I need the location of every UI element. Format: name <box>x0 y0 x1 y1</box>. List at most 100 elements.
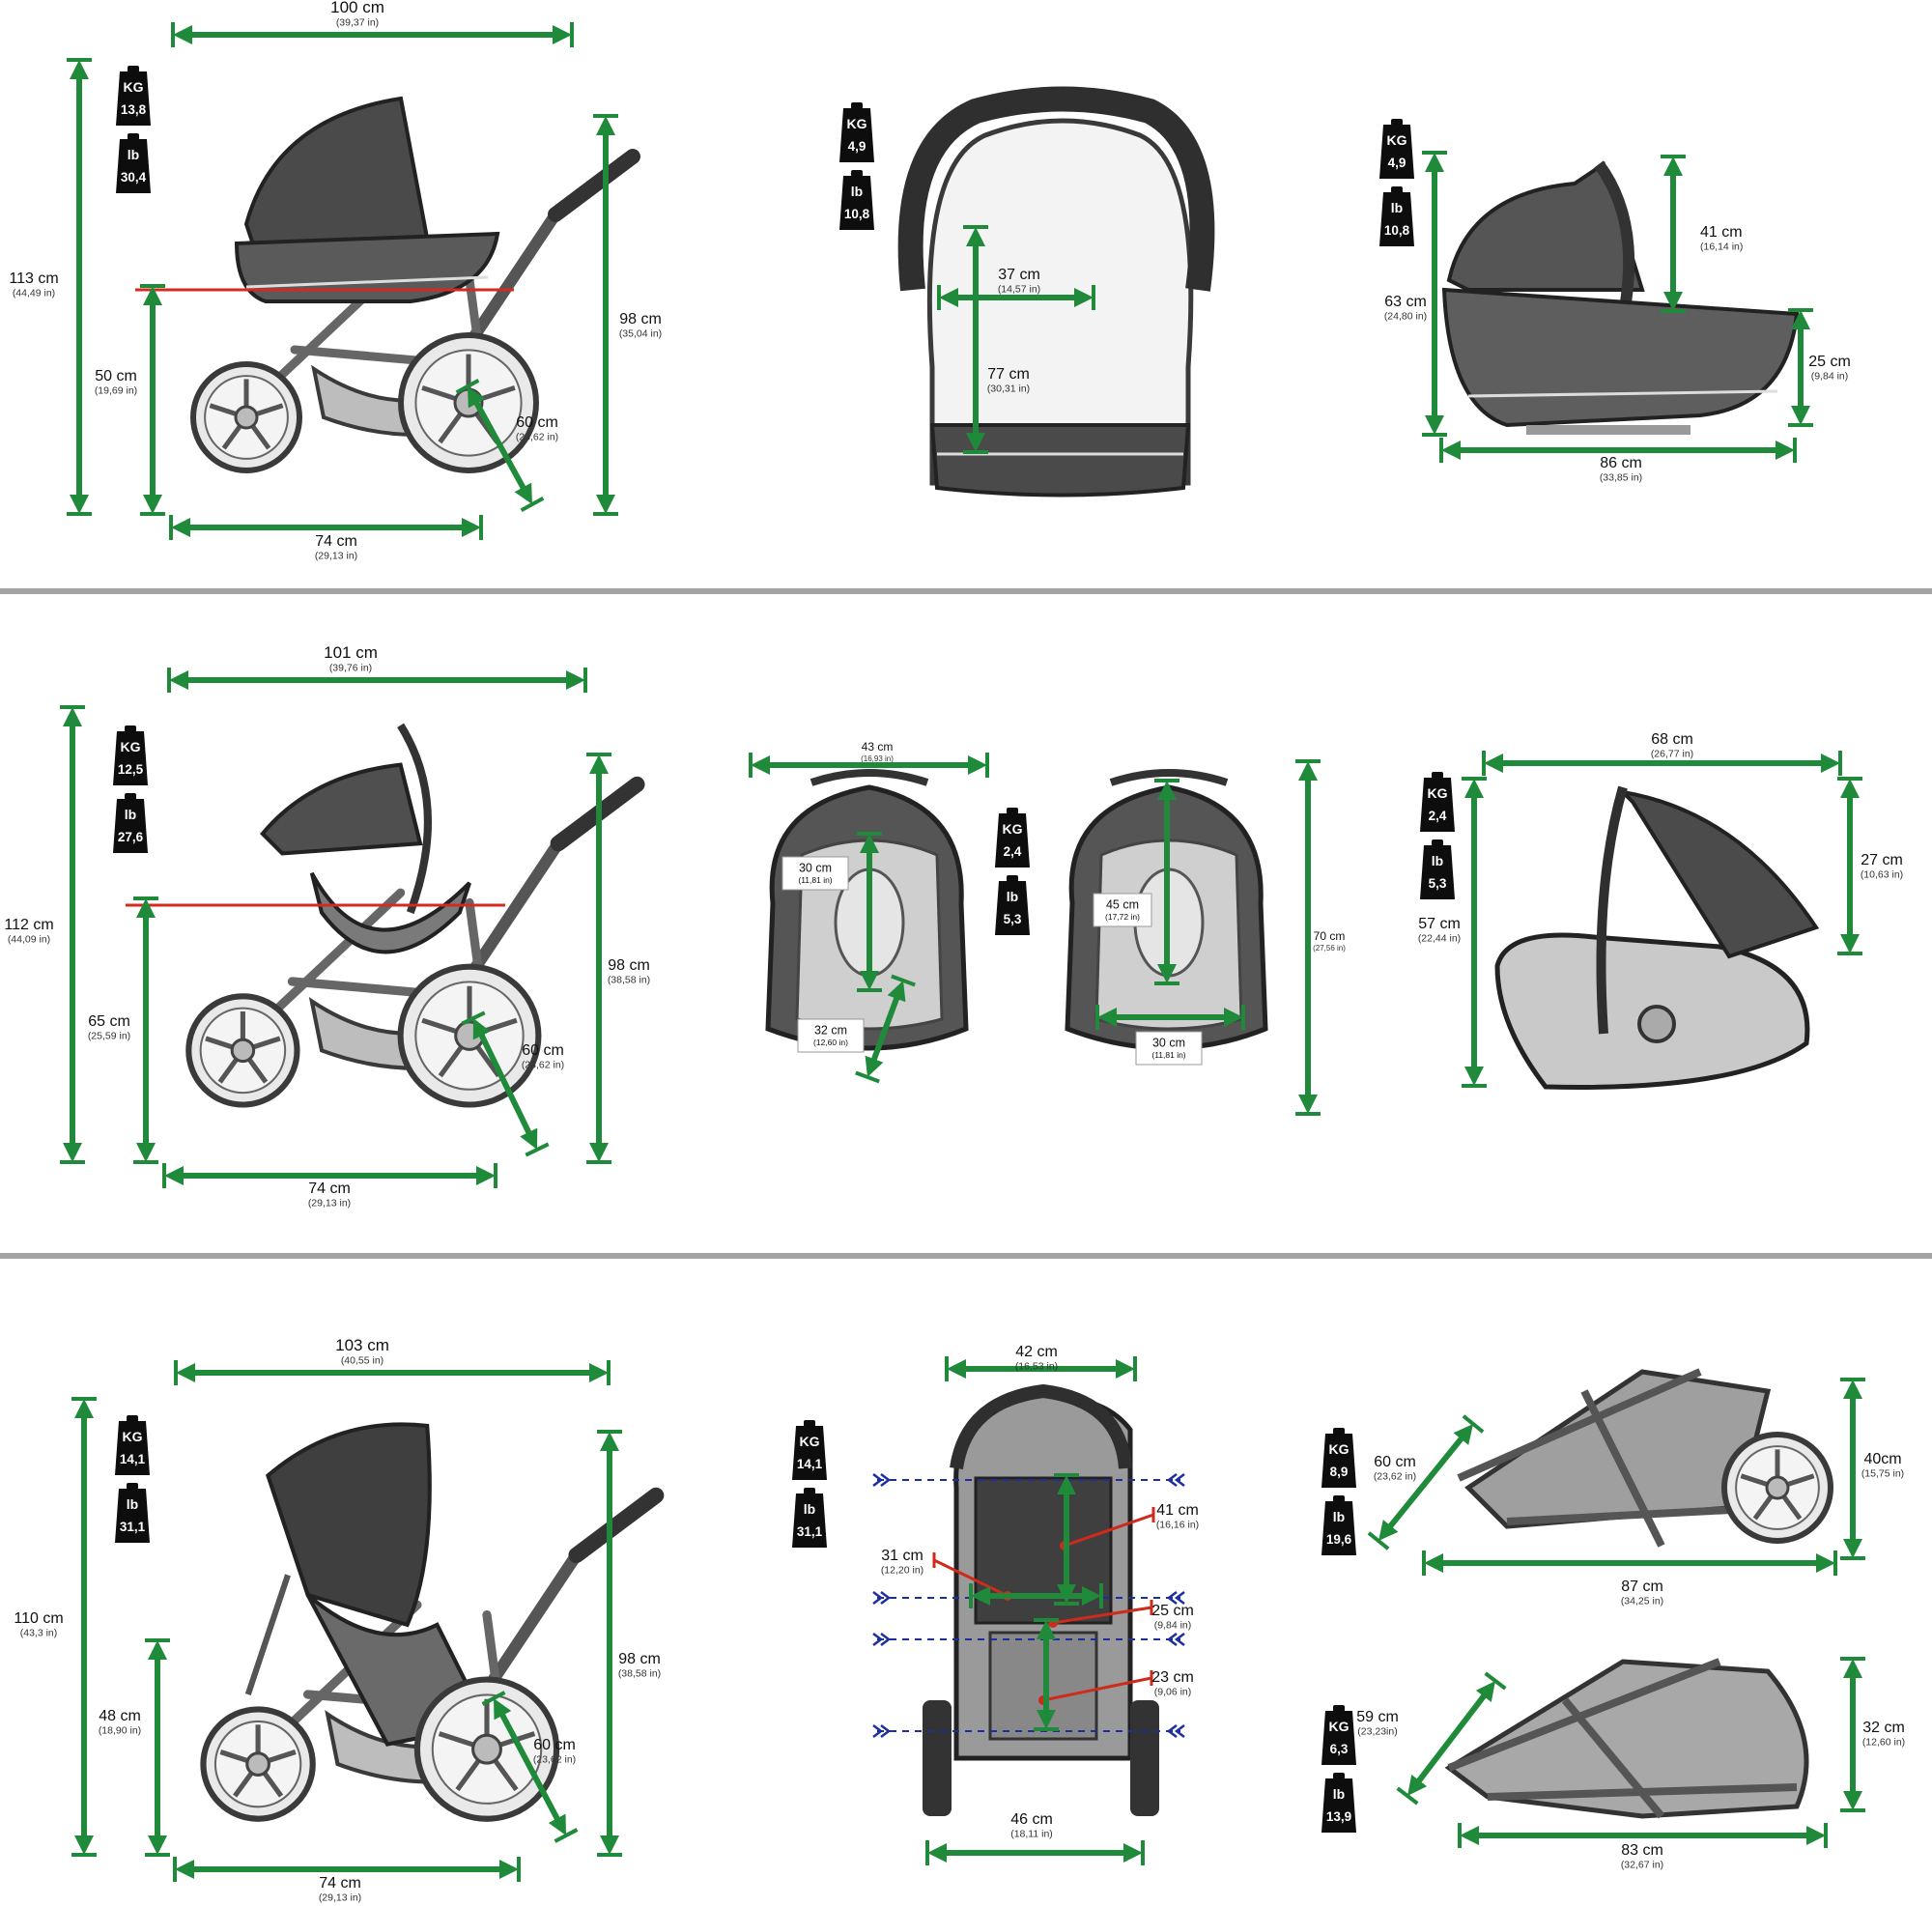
dimension-label-r2-stroller-handle: 98 cm(38,58 in) <box>608 957 650 986</box>
carrycot-top-view-sketch <box>897 86 1215 498</box>
weight-icon <box>1321 1428 1356 1488</box>
weight-value: 14,1 <box>797 1457 823 1471</box>
height-arrow <box>60 705 85 1164</box>
boxed-dimension-label-r2-carseat-front-back: 30 cm(11,81 in) <box>781 856 849 891</box>
length-arrow <box>171 22 574 47</box>
bottom-width-arrow <box>925 1840 1145 1865</box>
length-arrow <box>1482 751 1842 776</box>
dimension-value: 98 cm <box>608 957 650 974</box>
dimension-value: 65 cm <box>88 1013 130 1030</box>
weight-tag-kg: KG6,3 <box>1321 1705 1356 1765</box>
weight-tag-lb: lb5,3 <box>1420 839 1455 899</box>
dimension-value: 27 cm <box>1861 852 1903 868</box>
measurement-guide-line <box>872 1473 1185 1487</box>
weight-value: 5,3 <box>1004 912 1022 926</box>
weight-unit: KG <box>1003 821 1023 837</box>
handle-height-arrow <box>586 753 611 1164</box>
dimension-inches: (43,3 in) <box>20 1628 58 1639</box>
weight-unit: KG <box>800 1434 820 1449</box>
weight-unit: lb <box>1333 1786 1345 1802</box>
dimension-label-r3-seat-front-bottom: 46 cm(18,11 in) <box>1010 1811 1053 1840</box>
weight-icon <box>792 1488 827 1548</box>
weight-tag-kg: KG2,4 <box>1420 772 1455 832</box>
handle-height-arrow <box>593 114 618 516</box>
dimension-inches: (38,58 in) <box>618 1668 661 1680</box>
dimension-value: 74 cm <box>308 1181 351 1197</box>
dimension-label-r3-seat-front-foot: 23 cm(9,06 in) <box>1151 1669 1194 1698</box>
dimension-value: 25 cm <box>1808 354 1851 370</box>
length-arrow <box>1458 1823 1828 1848</box>
dimension-inches: (23,62 in) <box>1374 1471 1416 1483</box>
dimension-label-r2-carseat-front-height: 70 cm(27,56 in) <box>1313 929 1346 953</box>
dimension-inches: (9,84 in) <box>1154 1620 1192 1632</box>
dimension-label-r1-stroller-seat: 50 cm(19,69 in) <box>95 368 137 397</box>
dimension-label-r2-stroller-base: 74 cm(29,13 in) <box>308 1181 351 1209</box>
backrest-arrow <box>857 832 882 992</box>
dimension-inches: (9,06 in) <box>1154 1687 1192 1698</box>
weight-icon <box>1379 186 1414 246</box>
dimension-inches: (23,62 in) <box>522 1060 564 1071</box>
dimension-label-r1-carrycot-side-depth: 25 cm(9,84 in) <box>1808 354 1851 383</box>
dimension-inches: (33,85 in) <box>1600 472 1642 484</box>
dimension-label-r1-carrycot-side-hood: 41 cm(16,14 in) <box>1700 224 1743 253</box>
dimension-label-r1-stroller-wheel: 60 cm(23,62 in) <box>516 414 558 443</box>
dimension-label-r1-stroller-handle: 98 cm(35,04 in) <box>619 311 662 340</box>
dimension-value: 41 cm <box>1156 1502 1199 1519</box>
weight-value: 31,1 <box>797 1524 823 1539</box>
weight-unit: KG <box>1329 1441 1350 1457</box>
weight-value: 19,6 <box>1326 1532 1352 1547</box>
dimension-label-r3-stroller-handle: 98 cm(38,58 in) <box>618 1651 661 1680</box>
dimension-label-r2-stroller-wheel: 60 cm(23,62 in) <box>522 1042 564 1071</box>
dimension-label-r3-folded-b-height: 32 cm(12,60 in) <box>1862 1720 1905 1749</box>
dimension-label-r2-carseat-front-width: 43 cm(16,93 in) <box>861 740 894 763</box>
backrest-arrow <box>1054 1473 1079 1606</box>
dimension-inches: (16,93 in) <box>861 754 894 763</box>
dimension-value: 63 cm <box>1384 294 1427 310</box>
dimension-value: 42 cm <box>1015 1344 1058 1360</box>
boxed-dimension-label-r2-carseat-front-seatw: 30 cm(11,81 in) <box>1135 1031 1203 1066</box>
weight-unit: lb <box>851 184 863 199</box>
dimension-label-r1-stroller-base: 74 cm(29,13 in) <box>315 533 357 562</box>
weight-icon <box>995 875 1030 935</box>
seat-depth-arrow <box>1034 1618 1059 1731</box>
weight-icon <box>113 725 148 785</box>
dimension-value: 41 cm <box>1700 224 1743 241</box>
weight-icon <box>839 170 874 230</box>
weight-tag-kg: KG4,9 <box>839 102 874 162</box>
weight-value: 2,4 <box>1004 844 1022 859</box>
weight-tag-kg: KG8,9 <box>1321 1428 1356 1488</box>
weight-unit: KG <box>121 739 141 754</box>
dimension-inches: (24,80 in) <box>1384 311 1427 323</box>
dimension-value: 32 cm <box>814 1023 847 1037</box>
wheel-diameter-arrow <box>455 378 545 513</box>
dimension-inches: (16,14 in) <box>1700 242 1743 253</box>
dimension-inches: (14,57 in) <box>998 284 1040 296</box>
weight-icon <box>1420 839 1455 899</box>
dimension-value: 101 cm <box>324 643 378 662</box>
backrest-arrow <box>1154 779 1179 985</box>
length-arrow <box>1422 1550 1837 1576</box>
weight-unit: KG <box>1387 132 1407 148</box>
dimension-value: 68 cm <box>1651 731 1693 748</box>
weight-unit: KG <box>124 79 144 95</box>
dimension-value: 60 cm <box>516 414 558 431</box>
dimension-label-r3-stroller-wheel: 60 cm(23,62 in) <box>533 1737 576 1766</box>
dimension-inches: (11,81 in) <box>1151 1050 1185 1060</box>
dimension-label-r3-stroller-seat: 48 cm(18,90 in) <box>99 1708 141 1737</box>
weight-value: 13,9 <box>1326 1809 1351 1824</box>
weight-unit: lb <box>125 807 136 822</box>
weight-icon <box>1321 1773 1356 1833</box>
dimension-value: 98 cm <box>619 311 662 327</box>
dimension-inches: (22,44 in) <box>1418 933 1461 945</box>
height-arrow <box>1462 777 1487 1088</box>
depth-arrow <box>1396 1671 1507 1806</box>
dimension-value: 50 cm <box>95 368 137 384</box>
dimension-inches: (40,55 in) <box>341 1355 384 1367</box>
dimension-inches: (38,58 in) <box>608 975 650 986</box>
weight-value: 5,3 <box>1429 876 1447 891</box>
dimension-value: 98 cm <box>618 1651 661 1667</box>
height-arrow <box>1840 1657 1865 1812</box>
dimension-value: 113 cm <box>9 270 58 287</box>
